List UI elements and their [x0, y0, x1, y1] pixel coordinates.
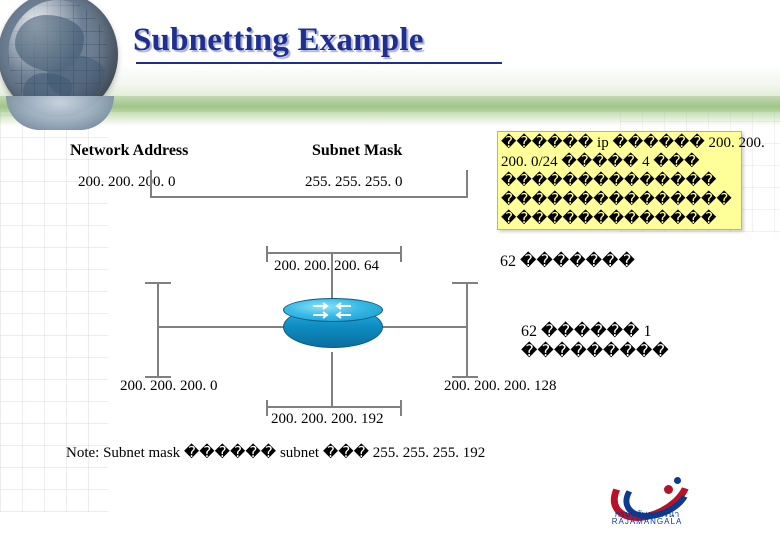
left-branch-line	[157, 282, 159, 378]
bus-line-64	[266, 252, 402, 254]
right-branch-tick-bottom	[452, 376, 478, 378]
right-branch-line	[466, 282, 468, 378]
trunk-line-top	[150, 196, 468, 198]
value-subnet-0: 200. 200. 200. 0	[120, 378, 218, 394]
bus-64-tick-right	[400, 246, 402, 262]
value-subnet-64: 200. 200. 200. 64	[274, 258, 379, 274]
annotation-hosts-2: 62 ������ 1 ���������	[521, 323, 669, 360]
router-uplink-line	[331, 252, 333, 300]
trunk-tick-right	[466, 170, 468, 198]
page-title: Subnetting Example	[133, 22, 424, 58]
bus-line-192	[266, 406, 402, 408]
router-downlink-line	[331, 352, 333, 406]
router-arrows-icon	[309, 302, 355, 319]
value-network-address: 200. 200. 200. 0	[78, 174, 176, 190]
logo-dot-red	[664, 485, 673, 494]
organization-logo	[599, 444, 703, 534]
label-subnet-mask-header: Subnet Mask	[312, 142, 403, 159]
trunk-tick-left	[150, 170, 152, 198]
callout-text: ������ ip ������ 200. 200. 200. 0/24 ���…	[501, 135, 769, 227]
router-to-right-line	[377, 326, 468, 328]
left-branch-tick-top	[145, 282, 171, 284]
logo-dot-blue	[674, 477, 681, 484]
header-band-accent	[0, 96, 780, 126]
bus-192-tick-right	[400, 400, 402, 416]
label-network-address-header: Network Address	[70, 142, 189, 159]
router-top	[283, 298, 383, 322]
note-text: Note: Subnet mask ������ subnet ��� 255.…	[66, 445, 486, 461]
bus-192-tick-left	[266, 400, 268, 416]
callout-box	[497, 131, 742, 230]
decor-grid-left	[0, 112, 108, 512]
globe-base-icon	[6, 96, 114, 130]
value-subnet-192: 200. 200. 200. 192	[271, 411, 384, 427]
left-branch-tick-bottom	[145, 376, 171, 378]
right-branch-tick-top	[452, 282, 478, 284]
annotation-hosts-1: 62 �������	[500, 253, 635, 270]
router-arrow-svg	[313, 302, 351, 319]
header-band	[0, 0, 780, 112]
value-subnet-128: 200. 200. 200. 128	[444, 378, 557, 394]
title-underline	[136, 62, 502, 64]
left-to-router-line	[157, 326, 287, 328]
router-icon	[283, 296, 383, 356]
value-subnet-mask: 255. 255. 255. 0	[305, 174, 403, 190]
logo-text-latin: RAJAMANGALA	[611, 517, 683, 526]
bus-64-tick-left	[266, 246, 268, 262]
logo-text-thai: กรมทรัพยากรน้ำ	[614, 509, 680, 519]
